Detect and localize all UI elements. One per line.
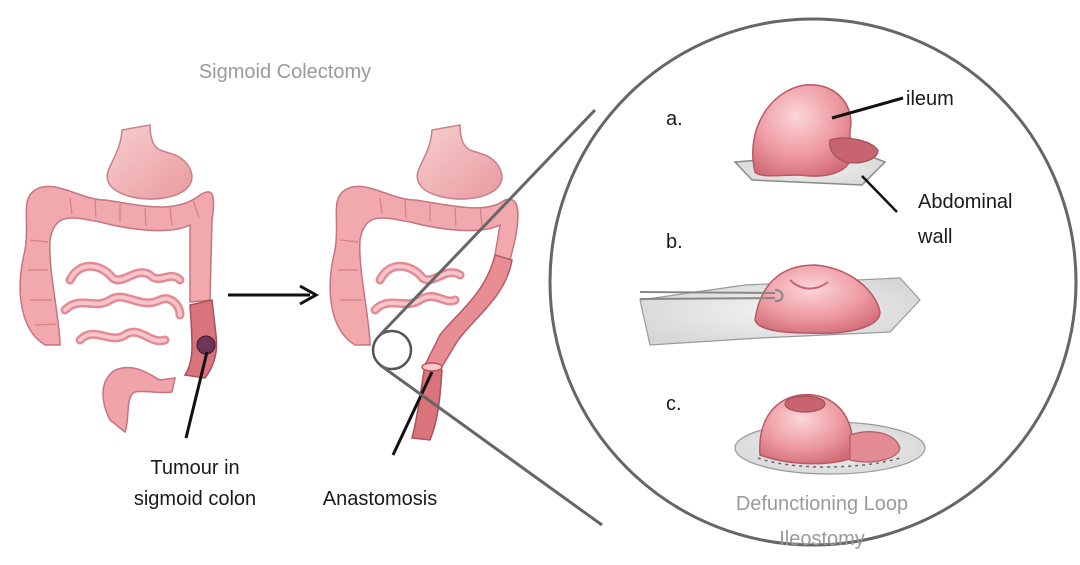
anastomosis-label: Anastomosis <box>323 488 438 510</box>
stomach-left <box>107 125 192 199</box>
tumour-label-line1: Tumour in <box>150 457 239 479</box>
anastomosis-ring <box>422 363 442 371</box>
step-label-a: a. <box>666 108 683 130</box>
ileostomy-site-circle <box>373 331 411 369</box>
abdominal-wall-label-line1: Abdominal <box>918 191 1013 213</box>
step-label-c: c. <box>666 393 682 415</box>
arrow-right-icon <box>228 286 316 304</box>
tumour-mass <box>197 336 215 354</box>
step-label-b: b. <box>666 231 683 253</box>
stomach-middle <box>417 125 502 199</box>
ileum-label: ileum <box>906 88 954 110</box>
preop-anatomy <box>20 125 216 438</box>
sigmoid-segment-left <box>103 367 175 432</box>
colon-left <box>20 186 213 345</box>
colon-middle <box>330 186 518 345</box>
stoma-opening-c <box>785 396 825 412</box>
ileostomy-label-line2: Ileostomy <box>779 528 865 550</box>
abdominal-wall-label-line2: wall <box>917 226 952 248</box>
diagram-title: Sigmoid Colectomy <box>199 61 371 83</box>
tumour-label-line2: sigmoid colon <box>134 488 256 510</box>
ileostomy-label-line1: Defunctioning Loop <box>736 493 908 515</box>
